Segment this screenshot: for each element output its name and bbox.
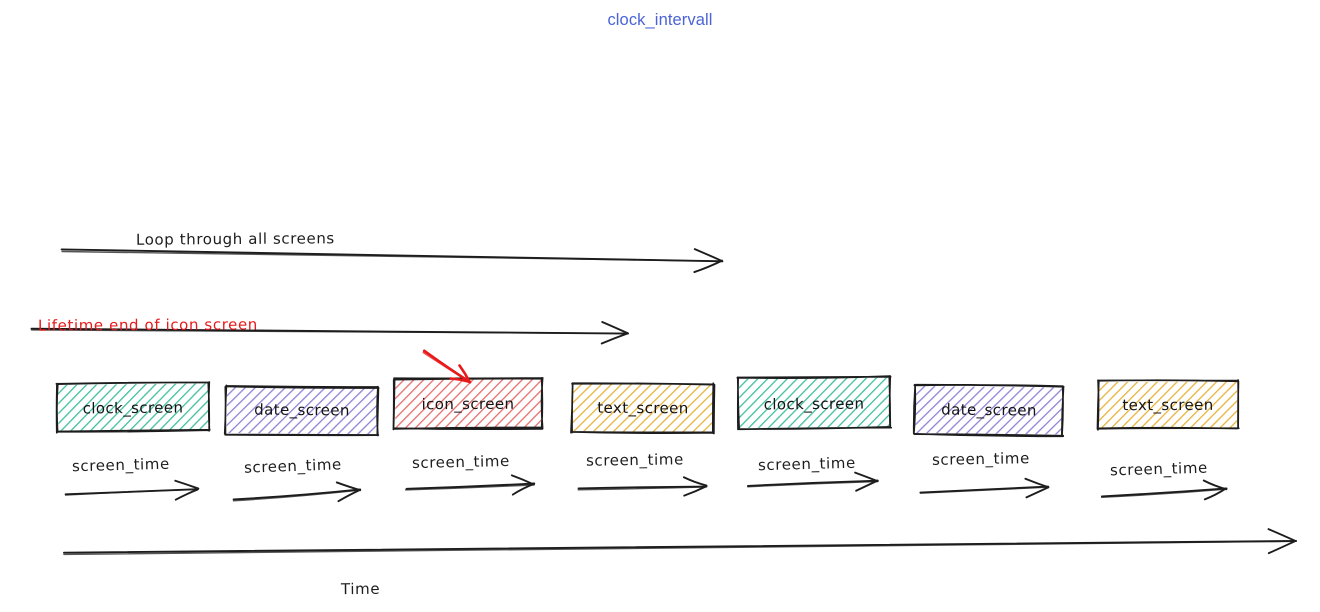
screen-time-label-2: screen_time (411, 451, 511, 473)
screen-time-label-4: screen_time (757, 453, 857, 475)
screen-box-text_screen[interactable] (570, 382, 716, 435)
screen-box-clock_screen[interactable] (55, 381, 211, 434)
page-title: clock_intervall (607, 11, 713, 29)
screen-box-fill (572, 384, 713, 432)
screen-box-label: text_screen (597, 398, 689, 417)
screen-box-label: icon_screen (421, 394, 515, 414)
lifetime-arrow (30, 320, 629, 345)
screen-box-clock_screen[interactable] (736, 375, 893, 431)
screen-time-label-1: screen_time (243, 455, 343, 477)
screen-time-arrow-0 (64, 479, 200, 501)
screen-time-label-3: screen_time (585, 450, 684, 470)
screen-box-outline (55, 381, 211, 434)
screen-time-label-6: screen_time (1109, 458, 1209, 480)
screen-box-fill (1099, 381, 1238, 428)
screen-box-date_screen[interactable] (912, 383, 1065, 438)
screen-box-label-wrap: icon_screen (394, 379, 542, 430)
screen-box-label: date_screen (941, 399, 1037, 420)
screen-box-label-wrap: date_screen (226, 385, 378, 434)
arrows-layer (30, 248, 1298, 556)
screen-box-fill (739, 377, 890, 428)
screen-time-arrow-5 (919, 477, 1050, 499)
screen-box-fill (226, 387, 377, 435)
screen-time-label-5: screen_time (931, 449, 1031, 469)
time-axis-arrow (63, 528, 1298, 556)
screen-box-date_screen[interactable] (223, 384, 380, 437)
screen-time-arrow-6 (1100, 479, 1228, 501)
screen-box-label-wrap: text_screen (572, 383, 714, 433)
screen-time-arrow-1 (232, 481, 362, 503)
screen-box-text_screen[interactable] (1096, 379, 1240, 431)
loop-through-all-screens-label: Loop through all screens (135, 229, 335, 249)
screen-box-label: text_screen (1122, 395, 1214, 415)
screen-box-outline (223, 384, 380, 437)
screen-time-arrow-2 (404, 474, 536, 496)
screen-time-arrow-3 (577, 476, 708, 497)
screen-box-label-wrap: text_screen (1098, 381, 1238, 429)
screen-box-outline (912, 383, 1065, 438)
icon-screen-pointer-arrow (422, 349, 472, 384)
screen-box-fill (58, 383, 209, 431)
screen-time-label-0: screen_time (71, 454, 171, 476)
screen-box-label-wrap: clock_screen (57, 383, 209, 433)
screen-box-label-wrap: clock_screen (738, 377, 890, 429)
screen-box-label: clock_screen (82, 398, 184, 418)
screen-box-outline (570, 382, 716, 435)
screen-box-fill (395, 379, 542, 428)
screen-box-label-wrap: date_screen (915, 384, 1064, 435)
screen-box-fill (915, 386, 1062, 435)
time-axis-label: Time (340, 579, 381, 599)
loop-arrow (60, 248, 724, 274)
screen-box-outline (736, 375, 893, 431)
screen-box-label: clock_screen (763, 394, 865, 413)
screen-time-arrow-4 (747, 471, 879, 492)
lifetime-end-of-icon-screen-label: Lifetime end of icon screen (37, 315, 258, 335)
screen-box-label: date_screen (254, 400, 350, 420)
screen-box-outline (1096, 379, 1240, 431)
